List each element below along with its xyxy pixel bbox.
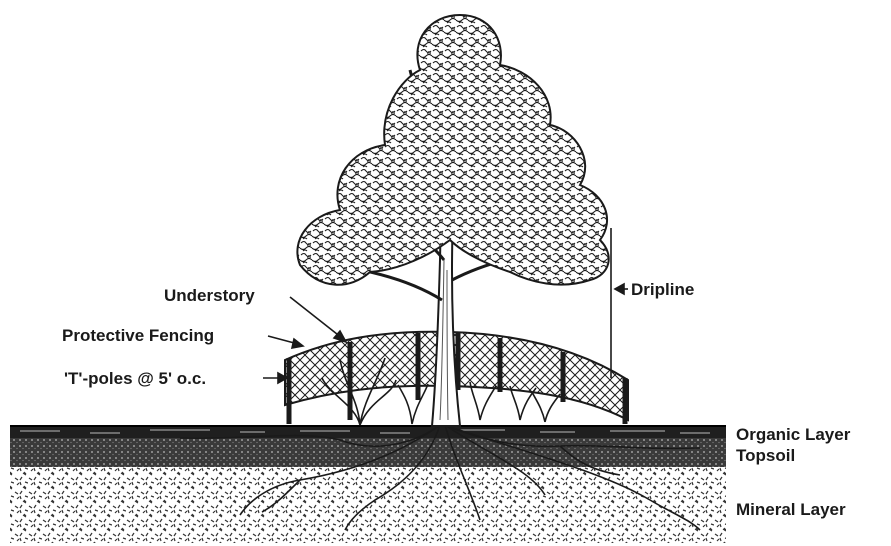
organic-layer-label: Organic Layer [736, 425, 851, 444]
t-poles-label: 'T'-poles @ 5' o.c. [64, 369, 206, 388]
understory-label: Understory [164, 286, 255, 305]
protective-fencing-label: Protective Fencing [62, 326, 214, 345]
topsoil-label: Topsoil [736, 446, 795, 465]
mineral-layer-label: Mineral Layer [736, 500, 846, 519]
organic-layer [10, 426, 726, 438]
dripline-label: Dripline [631, 280, 694, 299]
